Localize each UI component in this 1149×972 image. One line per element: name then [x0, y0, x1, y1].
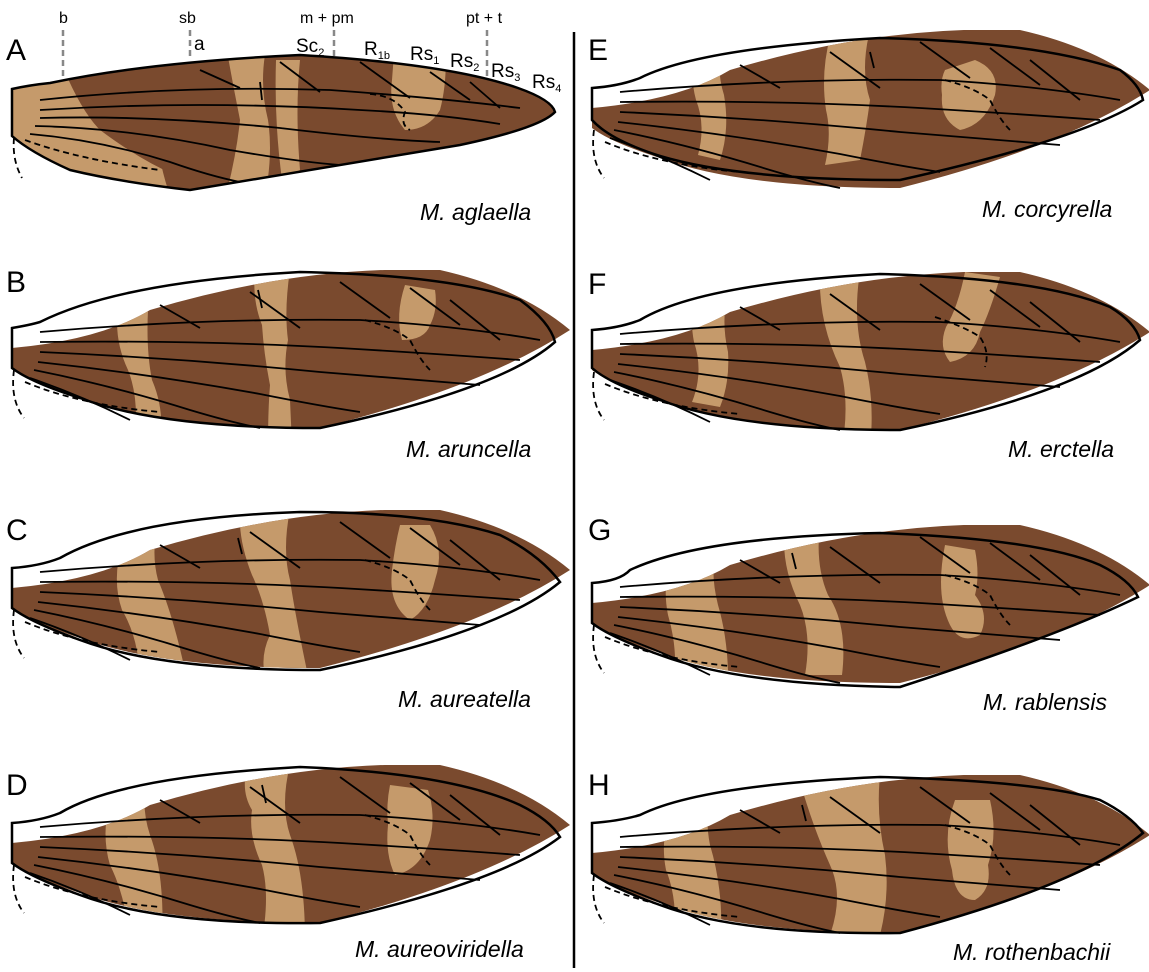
marker-label-sb: sb [179, 10, 196, 27]
species-name: M. rablensis [983, 689, 1107, 715]
panel-h: H [580, 769, 1149, 965]
vein-label-rs1: Rs1 [410, 44, 439, 67]
panel-f: F [580, 268, 1149, 462]
marker-label-m-pm: m + pm [300, 10, 354, 27]
vein-label-rs4: Rs4 [532, 72, 561, 95]
panel-letter: G [588, 514, 611, 547]
panel-b: B [0, 266, 580, 462]
species-name: M. corcyrella [982, 196, 1112, 222]
basal-light-area [664, 787, 721, 950]
panel-e: E [580, 30, 1149, 222]
panel-g: G [580, 514, 1149, 715]
panel-letter: F [588, 268, 606, 301]
species-name: M. erctella [1008, 436, 1114, 462]
vein-label-a: a [194, 34, 205, 55]
vein-label-r1b: R1b [364, 39, 390, 62]
species-name: M. aureatella [398, 686, 531, 712]
panel-letter: B [6, 266, 26, 299]
basal-light-area [106, 775, 163, 940]
marker-label-pt-t: pt + t [466, 10, 503, 27]
panel-c: C [0, 510, 580, 712]
panel-letter: A [6, 34, 26, 67]
species-name: M. rothenbachii [953, 939, 1111, 965]
panel-letter: D [6, 769, 28, 802]
panel-letter: C [6, 514, 28, 547]
species-name: M. aureoviridella [355, 936, 524, 962]
basal-light-area [666, 540, 729, 700]
species-name: M. aruncella [406, 436, 531, 462]
vein-label-rs2: Rs2 [450, 51, 479, 74]
panel-letter: H [588, 769, 610, 802]
basal-light-area [692, 287, 730, 407]
species-name: M. aglaella [420, 199, 531, 225]
marker-label-b: b [59, 10, 68, 27]
panel-d: D [0, 765, 580, 962]
panel-letter: E [588, 34, 608, 67]
